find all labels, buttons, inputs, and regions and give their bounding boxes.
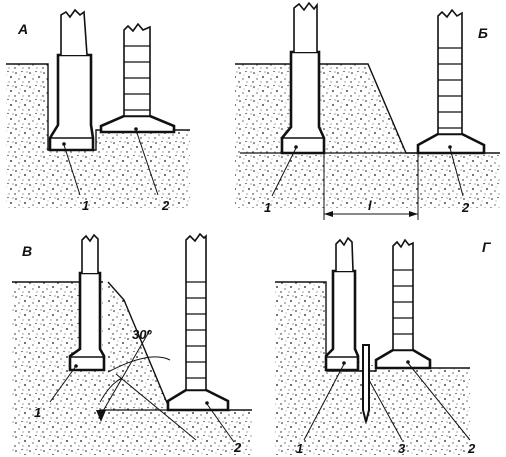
angle-arc [99,377,123,403]
leader-1 [303,363,345,441]
angle-ray [98,329,151,419]
angle-arc [107,356,171,373]
callout-label: 2 [467,441,476,456]
panel-letter: Б [478,25,488,41]
dimension-label: l [368,198,372,213]
dimension-arrow-right [409,211,418,217]
brick-courses [186,281,206,379]
soil-mass [12,282,252,455]
dimension-arrow-left [324,211,333,217]
callout-label: 3 [398,441,406,456]
foundation-1 [48,53,95,152]
leader-2 [206,403,235,443]
callout-label: 2 [161,198,170,213]
panel-b: l Б 1 2 [235,1,500,220]
panel-letter: А [17,21,28,37]
foundation-1 [68,271,106,372]
wall-1 [81,233,99,273]
soil-mass [275,282,470,455]
leader-1 [271,147,297,197]
callout-label: 2 [461,200,470,215]
wall-1 [335,236,354,272]
callout-label: 1 [296,441,303,456]
leader-2 [135,129,159,196]
panel-g: Г 1 3 2 [275,236,492,456]
wall-1 [293,1,318,52]
leader-2 [407,362,471,441]
leader-1 [49,365,77,403]
callout-label: 1 [34,405,41,420]
brick-courses [438,47,462,129]
angle-marker [96,410,106,422]
brick-courses [393,269,413,335]
sheet-pile-3 [362,344,370,423]
panel-a: А 1 2 [6,8,190,213]
callout-label: 1 [264,200,271,215]
wall-2 [185,232,207,391]
leader-2 [449,147,464,197]
wall-2 [123,22,151,117]
angle-label: 30º [132,327,152,342]
leader-extra [115,373,197,441]
leader-3 [368,379,403,441]
leader-1 [63,144,81,196]
callout-label: 1 [82,198,89,213]
soil-mass [6,64,190,208]
wall-2 [392,238,414,351]
brick-courses [124,45,150,111]
foundation-1 [324,269,360,372]
wall-2 [437,8,463,135]
panel-letter: В [22,243,32,259]
callout-label: 2 [233,440,242,455]
panel-letter: Г [482,239,492,255]
wall-1 [60,8,88,56]
ground-line [275,281,327,371]
panel-v: 30º В 1 2 [12,232,252,455]
foundation-2 [166,388,230,412]
foundation-2 [374,348,432,370]
